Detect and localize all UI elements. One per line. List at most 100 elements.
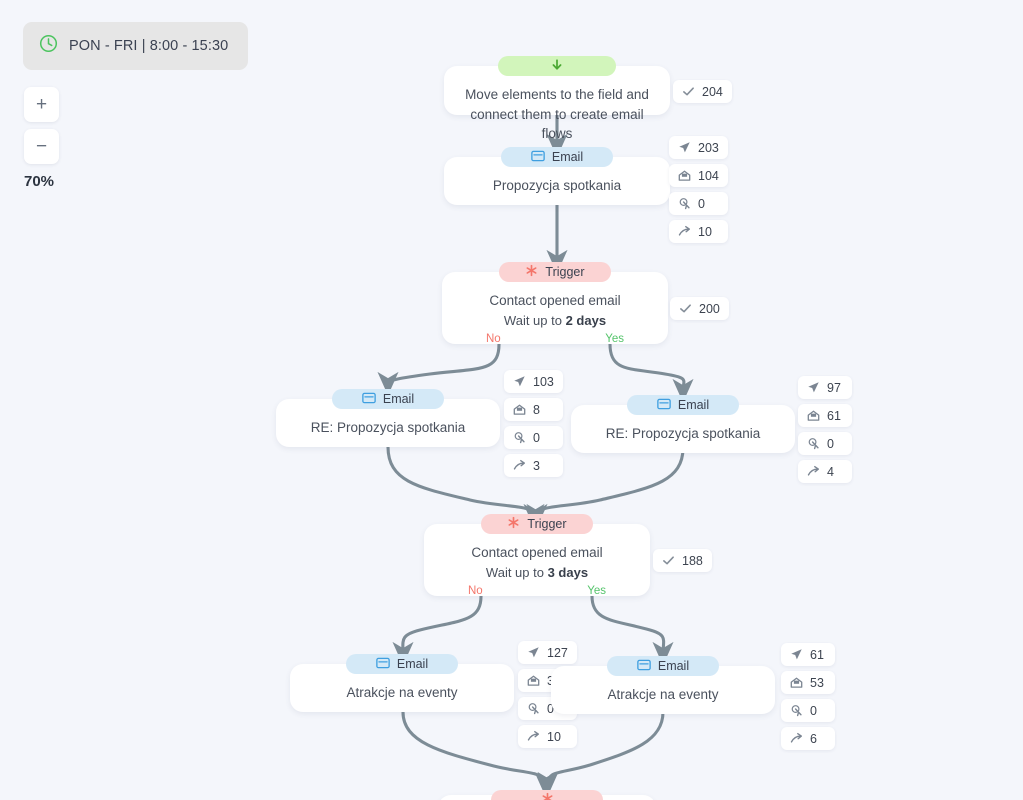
stats-email-3-yes: 61 53 0 6 [781, 643, 835, 750]
stat-sent[interactable]: 127 [518, 641, 577, 664]
flow-node-trigger-3-partial[interactable] [438, 790, 656, 800]
wait-duration: 3 days [547, 564, 589, 580]
cursor-click-icon [513, 431, 526, 444]
flow-node-trigger-1[interactable]: Trigger Contact opened email Wait up to … [442, 262, 668, 345]
stat-replied[interactable]: 3 [504, 454, 563, 477]
stat-clicked[interactable]: 0 [504, 426, 563, 449]
stat-value: 10 [547, 729, 561, 744]
node-subtitle: Wait up to 2 days [504, 313, 606, 328]
stat-replied[interactable]: 4 [798, 460, 852, 483]
stat-value: 188 [682, 553, 703, 568]
stats-start: 204 [673, 80, 732, 103]
stat-value: 4 [827, 464, 834, 479]
stats-email-2-yes: 97 61 0 4 [798, 376, 852, 483]
flow-node-trigger-2[interactable]: Trigger Contact opened email Wait up to … [424, 514, 650, 597]
stat-opened[interactable]: 104 [669, 164, 728, 187]
node-pill-email: Email [627, 395, 739, 415]
stat-value: 0 [810, 703, 817, 718]
stat-clicked[interactable]: 0 [781, 699, 835, 722]
wait-prefix: Wait up to [485, 564, 548, 580]
stats-email-2-no: 103 8 0 3 [504, 370, 563, 477]
stats-trigger-2: 188 [653, 549, 712, 572]
paper-plane-icon [678, 141, 691, 154]
flow-node-start[interactable]: Move elements to the field and connect t… [444, 56, 670, 141]
wait-prefix: Wait up to [503, 312, 566, 328]
reply-arrow-icon [807, 465, 820, 478]
stat-value: 8 [533, 402, 540, 417]
stat-opened[interactable]: 53 [781, 671, 835, 694]
stat-value: 104 [698, 168, 719, 183]
stat-total[interactable]: 204 [673, 80, 732, 103]
stat-replied[interactable]: 6 [781, 727, 835, 750]
envelope-icon [637, 659, 651, 674]
stat-value: 97 [827, 380, 841, 395]
node-pill-email: Email [332, 389, 444, 409]
node-pill-email: Email [501, 147, 613, 167]
cursor-click-icon [807, 437, 820, 450]
node-title: Contact opened email [471, 545, 603, 560]
stat-value: 61 [827, 408, 841, 423]
flow-node-email-2-no[interactable]: Email RE: Propozycja spotkania [276, 389, 500, 447]
stat-replied[interactable]: 10 [669, 220, 728, 243]
flow-node-email-1[interactable]: Email Propozycja spotkania [444, 147, 670, 205]
zoom-in-button[interactable]: + [24, 87, 59, 122]
reply-arrow-icon [513, 459, 526, 472]
stat-clicked[interactable]: 0 [669, 192, 728, 215]
stats-email-1: 203 104 0 10 [669, 136, 728, 243]
node-pill-email: Email [346, 654, 458, 674]
asterisk-icon [507, 516, 520, 532]
branch-labels: No Yes [424, 583, 650, 597]
node-pill-label: Email [657, 659, 690, 673]
flow-node-email-2-yes[interactable]: Email RE: Propozycja spotkania [571, 395, 795, 453]
asterisk-icon [541, 792, 554, 800]
zoom-level-label: 70% [24, 173, 55, 190]
stat-clicked[interactable]: 0 [798, 432, 852, 455]
stat-value: 0 [827, 436, 834, 451]
plus-icon: + [35, 94, 48, 115]
node-pill-label: Trigger [545, 265, 585, 279]
envelope-icon [657, 398, 671, 413]
stat-value: 203 [698, 140, 719, 155]
node-title: Propozycja spotkania [492, 178, 622, 193]
reply-arrow-icon [527, 730, 540, 743]
reply-arrow-icon [790, 732, 803, 745]
cursor-click-icon [678, 197, 691, 210]
stat-replied[interactable]: 10 [518, 725, 577, 748]
stat-value: 103 [533, 374, 554, 389]
node-title: Move elements to the field and connect t… [465, 87, 649, 142]
flow-node-email-3-no[interactable]: Email Atrakcje na eventy [290, 654, 514, 712]
minus-icon: − [35, 136, 48, 157]
stat-total[interactable]: 188 [653, 549, 712, 572]
schedule-text: PON - FRI | 8:00 - 15:30 [69, 38, 229, 54]
branch-label-yes: Yes [587, 584, 606, 597]
schedule-badge[interactable]: PON - FRI | 8:00 - 15:30 [23, 22, 249, 70]
node-pill-label: Trigger [527, 517, 567, 531]
asterisk-icon [525, 264, 538, 280]
paper-plane-icon [527, 646, 540, 659]
stat-sent[interactable]: 97 [798, 376, 852, 399]
zoom-out-button[interactable]: − [24, 129, 59, 164]
open-envelope-icon [527, 674, 540, 687]
stat-sent[interactable]: 203 [669, 136, 728, 159]
branch-label-no: No [486, 332, 501, 345]
check-icon [682, 85, 695, 98]
stat-opened[interactable]: 8 [504, 398, 563, 421]
stat-sent[interactable]: 103 [504, 370, 563, 393]
arrow-down-icon [550, 58, 564, 75]
stat-opened[interactable]: 61 [798, 404, 852, 427]
branch-labels: No Yes [442, 331, 668, 345]
stat-value: 200 [699, 301, 720, 316]
cursor-click-icon [790, 704, 803, 717]
stat-value: 61 [810, 647, 824, 662]
wait-duration: 2 days [565, 312, 607, 328]
clock-icon [39, 34, 58, 58]
branch-label-no: No [468, 584, 483, 597]
stat-total[interactable]: 200 [670, 297, 729, 320]
stat-sent[interactable]: 61 [781, 643, 835, 666]
node-pill-start [498, 56, 616, 76]
cursor-click-icon [527, 702, 540, 715]
node-pill-email: Email [607, 656, 719, 676]
flow-node-email-3-yes[interactable]: Email Atrakcje na eventy [551, 656, 775, 714]
stat-value: 0 [698, 196, 705, 211]
